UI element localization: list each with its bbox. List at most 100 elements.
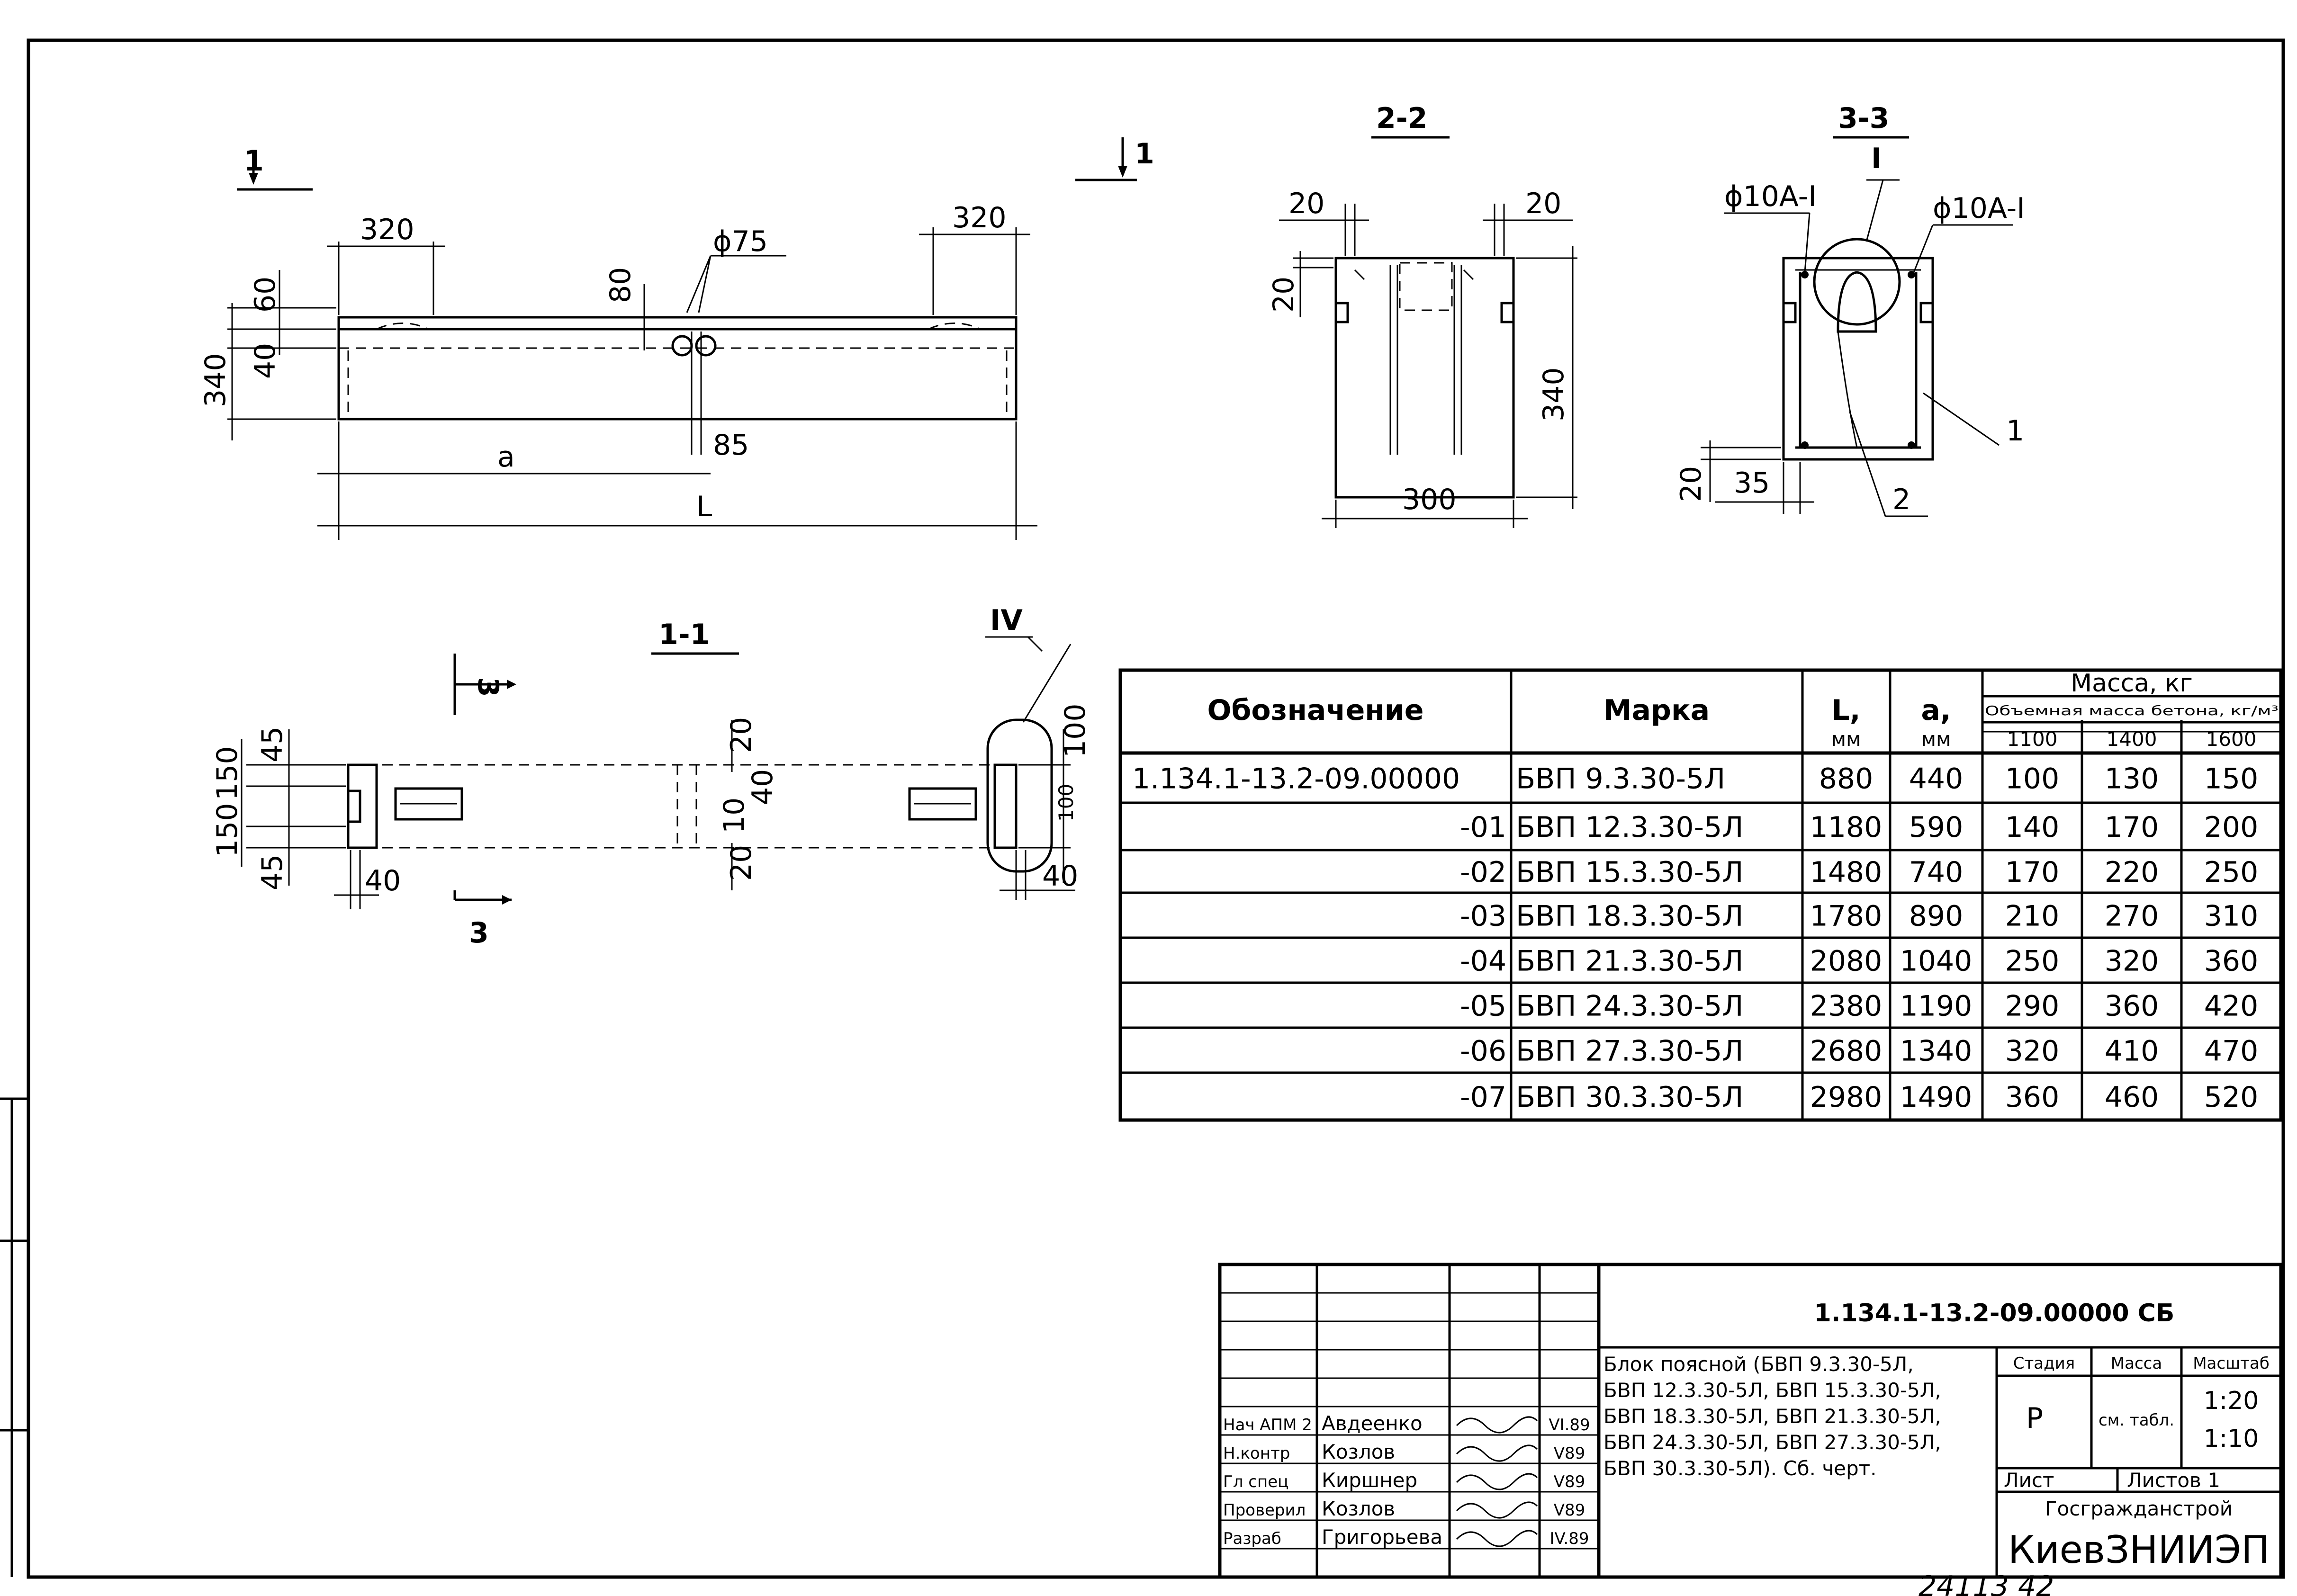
header-mark: Марка [1603,694,1710,727]
handwritten-signature [1456,1530,1538,1547]
description-line: Блок поясной (БВП 9.3.30-5Л, [1603,1353,1914,1376]
dim-150-top: 150 [211,746,244,800]
section-1-1-title: 1-1 [658,618,710,651]
dim-320-right: 320 [952,201,1007,234]
table-cell-m1: 140 [2005,811,2060,844]
dim-340-sec2: 340 [1537,367,1570,421]
dim-40-right: 40 [1042,860,1078,893]
dim-20-right: 20 [1525,187,1561,220]
handwritten-signature [1456,1416,1538,1434]
scale-value-2: 1:10 [2204,1425,2259,1453]
dim-60: 60 [249,277,282,313]
sheet-label: Лист [2004,1469,2054,1492]
signature-date: VI.89 [1549,1416,1590,1435]
section-3-3-outline [1782,257,1934,461]
table-cell-m3: 520 [2204,1081,2259,1114]
header-mass-subhead: Объемная масса бетона, кг/м³ [1985,703,2279,718]
dim-20-top-mid: 20 [725,717,758,753]
binding-margin [0,1097,28,1577]
doc-code: 1.134.1-13.2-09.00000 СБ [1814,1299,2175,1327]
table-cell-m3: 150 [2204,762,2259,796]
table-cell-mark: БВП 24.3.30-5Л [1516,990,1743,1023]
table-cell-mark: БВП 9.3.30-5Л [1516,762,1725,796]
dim-150-bottom: 150 [211,803,244,857]
callout-IV-label: IV [990,604,1023,637]
stage-label: Стадия [2013,1354,2075,1373]
signature-date: V89 [1554,1444,1585,1463]
table-cell-m1: 210 [2005,900,2060,933]
header-a: a, [1921,694,1951,727]
rebar-label-right: ϕ10A-I [1933,192,2025,225]
plan-view: 1 1 ϕ75 320 320 80 [199,137,1154,540]
scale-value-1: 1:20 [2204,1387,2259,1415]
table-cell-m1: 320 [2005,1035,2060,1068]
section-mark-3-bottom: 3 [469,916,489,950]
sheet-frame [27,38,2285,1579]
position-1: 1 [2006,414,2024,448]
header-a-unit: мм [1921,727,1951,751]
dim-40-left: 40 [365,864,401,897]
table-cell-designation: -01 [1460,811,1506,844]
handwritten-signature [1456,1473,1538,1490]
table-cell-L: 2080 [1810,945,1883,978]
table-cell-L: 2680 [1810,1035,1883,1068]
dim-10: 10 [718,798,751,834]
signature-name: Козлов [1322,1440,1395,1463]
table-cell-L: 2980 [1810,1081,1883,1114]
table-cell-designation: -06 [1460,1035,1506,1068]
rebar-label-left: ϕ10A-I [1724,180,1817,213]
table-cell-m3: 470 [2204,1035,2259,1068]
callout-I-label: I [1871,142,1882,175]
position-2: 2 [1892,483,1910,516]
signature-name: Григорьева [1322,1525,1442,1549]
dim-L: L [696,490,712,523]
table-cell-L: 1780 [1810,900,1883,933]
handwritten-signature [1456,1444,1538,1462]
table-cell-designation: -05 [1460,990,1506,1023]
table-cell-designation: -04 [1460,945,1506,978]
dim-20-top: 20 [1267,277,1300,313]
mass-label: Масса [2111,1354,2162,1373]
dim-100: 100 [1059,703,1092,758]
table-cell-a: 890 [1909,900,1964,933]
signature-role: Н.контр [1223,1444,1290,1463]
institute-name: КиевЗНИИЭП [2008,1528,2270,1572]
table-cell-m3: 420 [2204,990,2259,1023]
footer-note: 24113 42 [1919,1570,2054,1596]
table-cell-mark: БВП 12.3.30-5Л [1516,811,1743,844]
dim-300: 300 [1402,483,1457,516]
org-name: Госгражданстрой [2045,1497,2233,1520]
table-cell-m2: 360 [2105,990,2159,1023]
callout-circle-I [1813,238,1901,326]
callout-IV-oval [986,718,1053,873]
header-L-unit: мм [1831,727,1861,751]
description-line: БВП 18.3.30-5Л, БВП 21.3.30-5Л, [1603,1405,1941,1428]
table-cell-m3: 310 [2204,900,2259,933]
table-cell-mark: БВП 15.3.30-5Л [1516,856,1743,889]
dim-100-small: 100 [1054,784,1078,822]
signature-role: Проверил [1223,1501,1306,1520]
dim-80: 80 [604,267,637,303]
dim-85: 85 [713,429,749,462]
plan-block-outline [337,316,1018,421]
table-cell-L: 880 [1819,762,1874,796]
table-cell-m2: 130 [2105,762,2159,796]
table-cell-mark: БВП 18.3.30-5Л [1516,900,1743,933]
table-cell-m3: 250 [2204,856,2259,889]
section-1-1: 1-1 3 3 IV 45 [211,604,1092,950]
dim-45-top: 45 [256,726,289,762]
table-cell-m1: 100 [2005,762,2060,796]
table-cell-m1: 170 [2005,856,2060,889]
mass-value: см. табл. [2099,1411,2174,1430]
table-cell-m2: 460 [2105,1081,2159,1114]
dim-320-left: 320 [360,213,414,246]
